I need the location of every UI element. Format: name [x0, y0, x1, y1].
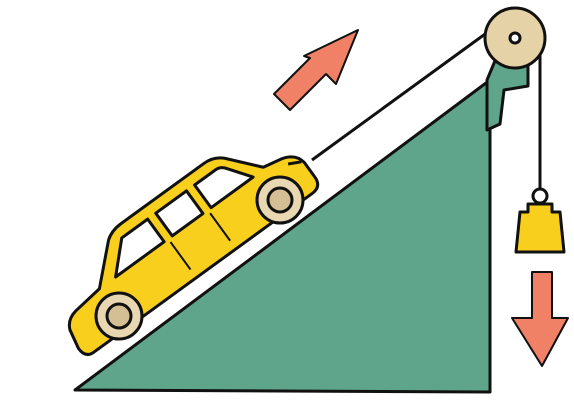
arrow-down-icon	[512, 272, 568, 366]
rear-wheel-hub	[268, 188, 292, 212]
pulley-icon	[485, 8, 545, 68]
front-wheel-hub	[107, 304, 131, 328]
pulley-axle	[510, 33, 520, 43]
arrow-up-right-icon	[274, 30, 358, 110]
weight-hook	[533, 189, 547, 203]
weight-icon	[516, 189, 564, 252]
car-rear-wheel	[257, 177, 303, 223]
car-front-wheel	[96, 293, 142, 339]
weight-body	[516, 204, 564, 252]
